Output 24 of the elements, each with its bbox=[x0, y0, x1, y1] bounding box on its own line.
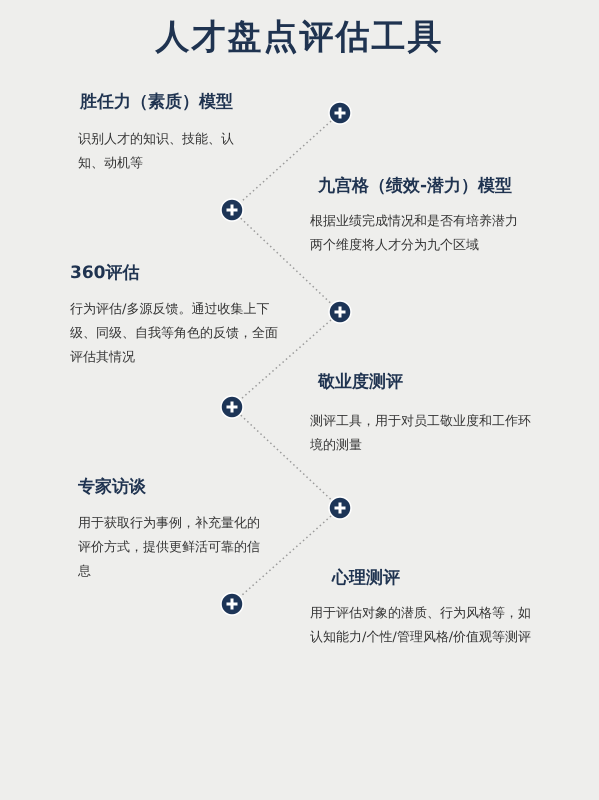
plus-icon bbox=[220, 592, 244, 616]
method-heading: 敬业度测评 bbox=[318, 371, 403, 393]
dotted-connector bbox=[240, 414, 332, 500]
dotted-connector bbox=[240, 120, 332, 203]
dotted-connector bbox=[240, 319, 332, 400]
method-description: 根据业绩完成情况和是否有培养潜力两个维度将人才分为九个区域 bbox=[310, 213, 519, 255]
plus-icon bbox=[328, 496, 352, 520]
plus-icon bbox=[328, 101, 352, 125]
method-description: 识别人才的知识、技能、认知、动机等 bbox=[78, 131, 235, 173]
plus-icon bbox=[328, 300, 352, 324]
method-heading: 360评估 bbox=[70, 262, 140, 284]
method-description: 用于获取行为事例，补充量化的评价方式，提供更鲜活可靠的信息 bbox=[78, 515, 261, 581]
method-heading: 胜任力（素质）模型 bbox=[80, 91, 233, 113]
method-heading: 九宫格（绩效-潜力）模型 bbox=[318, 175, 512, 197]
method-heading: 心理测评 bbox=[332, 567, 400, 589]
plus-icon bbox=[220, 198, 244, 222]
method-heading: 专家访谈 bbox=[78, 476, 146, 498]
method-description: 测评工具，用于对员工敬业度和工作环境的测量 bbox=[310, 413, 532, 455]
dotted-connector bbox=[240, 515, 332, 597]
title: 人才盘点评估工具 bbox=[154, 16, 444, 59]
dotted-connector bbox=[240, 218, 332, 304]
method-description: 行为评估/多源反馈。通过收集上下级、同级、自我等角色的反馈，全面评估其情况 bbox=[70, 301, 279, 367]
method-description: 用于评估对象的潜质、行为风格等，如认知能力/个性/管理风格/价值观等测评 bbox=[310, 605, 532, 647]
plus-icon bbox=[220, 395, 244, 419]
